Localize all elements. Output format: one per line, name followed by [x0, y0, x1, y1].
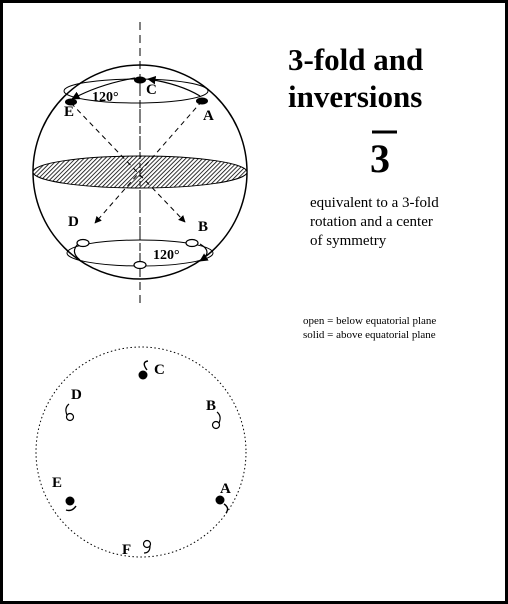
sphere-label-c: C	[146, 82, 157, 98]
point-a-solid	[196, 97, 208, 105]
sphere-label-a: A	[203, 108, 214, 124]
rotation-arc-d	[73, 243, 81, 261]
point-e-solid	[65, 98, 77, 106]
description-line-2: rotation and a center	[310, 214, 433, 230]
point-f-open	[133, 260, 147, 270]
title-line-1: 3-fold and	[288, 42, 423, 77]
legend-open: open = below equatorial plane	[303, 315, 436, 327]
angle-label-bottom: 120°	[153, 248, 180, 263]
proj-label-d: D	[71, 387, 82, 403]
projection-circle	[35, 346, 247, 558]
description-line-1: equivalent to a 3-fold	[310, 195, 439, 211]
sphere-label-d: D	[68, 214, 79, 230]
angle-label-top: 120°	[92, 90, 119, 105]
rotation-arc-a-to-c	[147, 76, 201, 97]
proj-point-c-solid	[138, 370, 148, 380]
inversion-line-e-b	[70, 102, 186, 223]
rotation-arc-b	[199, 243, 209, 262]
point-c-solid	[134, 76, 146, 84]
proj-label-b: B	[206, 398, 216, 414]
proj-point-e-solid	[65, 496, 75, 506]
sphere-label-e: E	[64, 104, 74, 120]
inversion-line-a-d	[94, 100, 203, 224]
rotoinversion-symbol: 3	[370, 136, 390, 181]
legend-solid: solid = above equatorial plane	[303, 329, 436, 341]
title-line-2: inversions	[288, 79, 422, 114]
proj-label-c: C	[154, 362, 165, 378]
proj-point-b-open	[211, 411, 221, 430]
proj-label-e: E	[52, 475, 62, 491]
proj-point-d-open	[65, 403, 75, 422]
proj-tail-a	[223, 503, 229, 514]
proj-tail-c	[143, 360, 149, 371]
description-line-3: of symmetry	[310, 233, 387, 249]
proj-tail-e	[65, 505, 77, 512]
point-d-open	[76, 238, 90, 248]
proj-label-f: F	[122, 542, 131, 558]
proj-point-f-open	[142, 539, 152, 554]
sphere-label-b: B	[198, 219, 208, 235]
projection-group: C D B E A F	[35, 346, 247, 558]
sphere-group: C E A D B 120° 120°	[32, 22, 248, 305]
rotation-arc-c-to-e	[71, 77, 136, 100]
point-b-open	[185, 238, 199, 248]
proj-point-a-solid	[215, 495, 225, 505]
proj-label-a: A	[220, 481, 231, 497]
